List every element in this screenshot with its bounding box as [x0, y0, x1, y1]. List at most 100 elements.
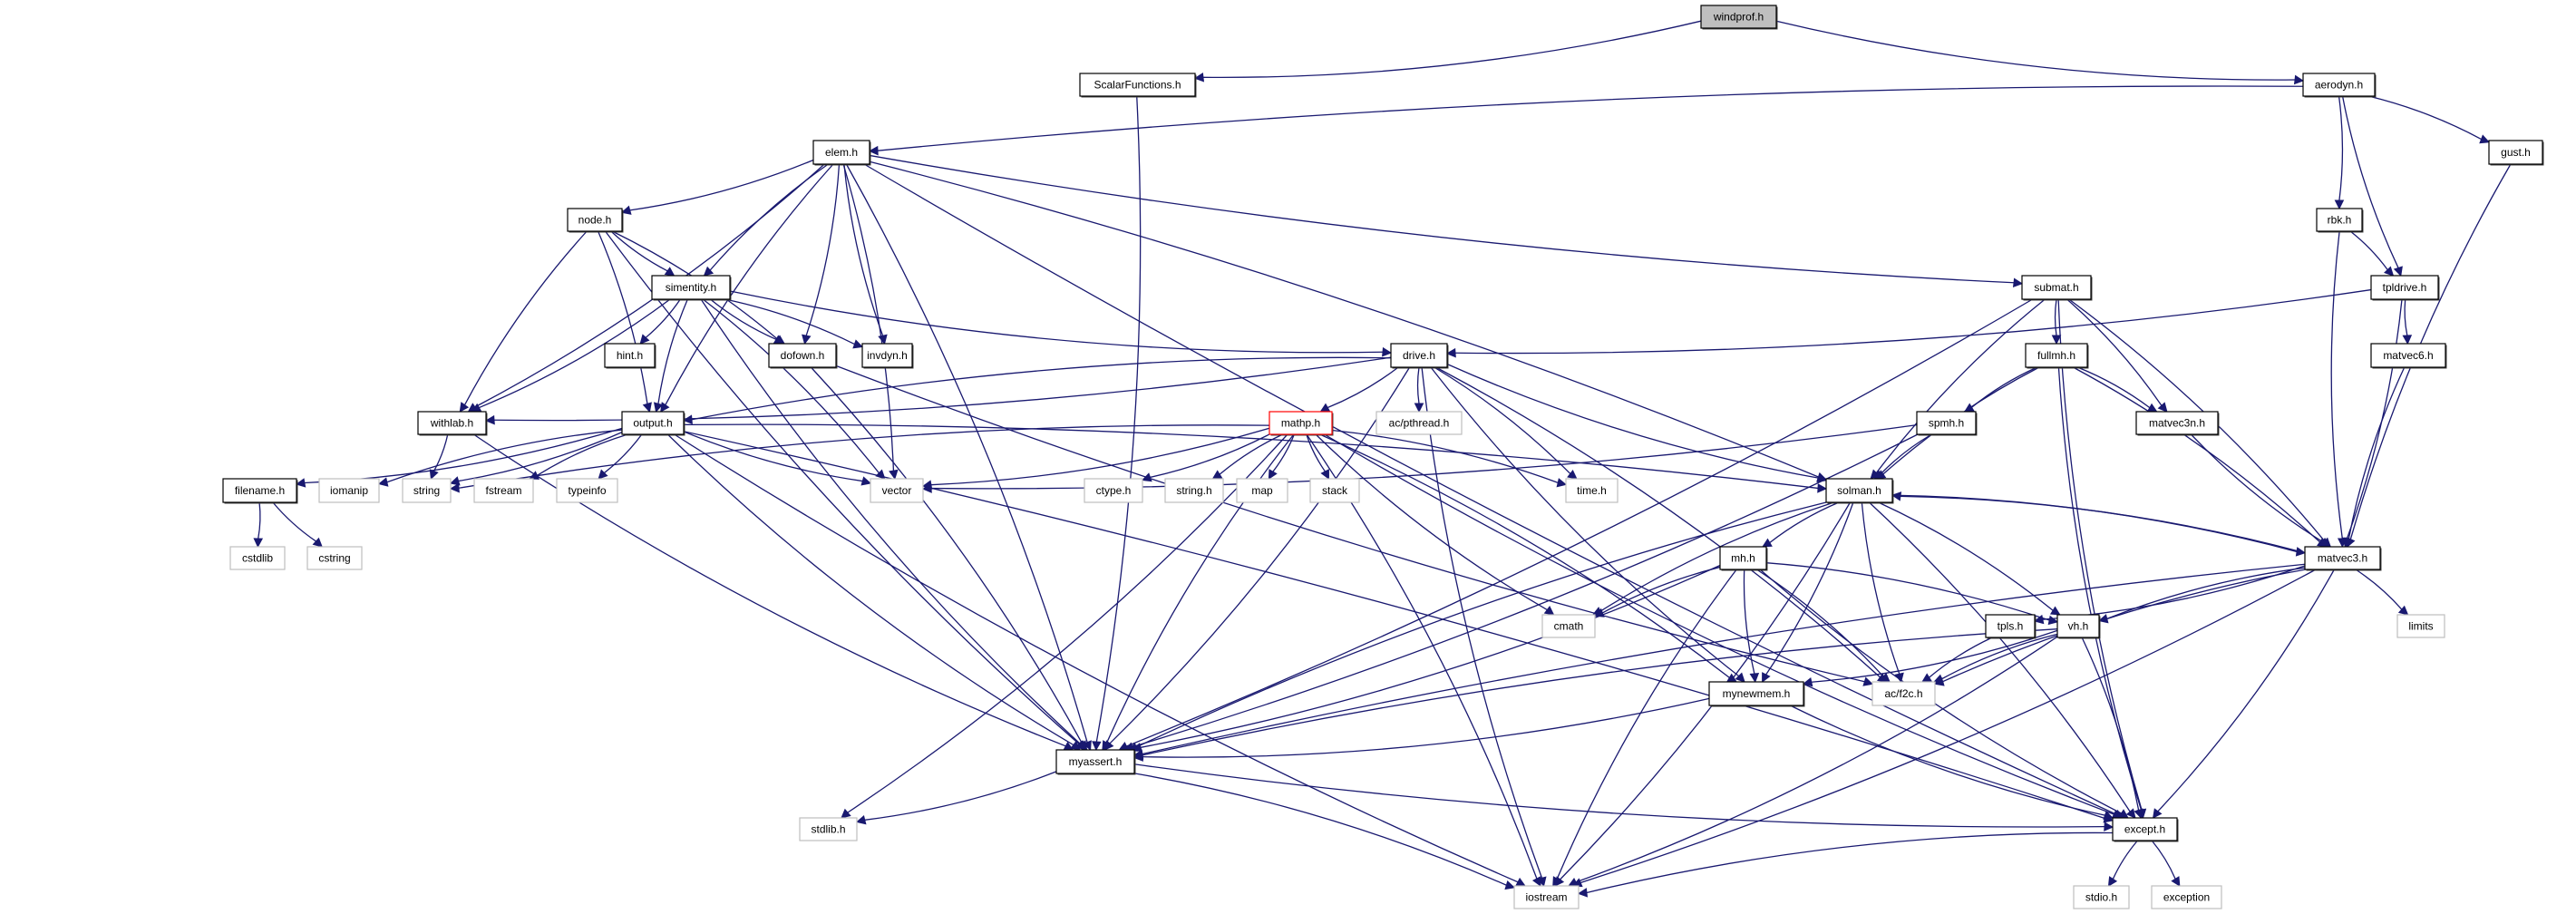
- arrowhead-icon: [598, 469, 608, 480]
- node-invdyn[interactable]: invdyn.h: [861, 343, 914, 369]
- node-string[interactable]: string: [402, 478, 452, 503]
- edge-submat-to-matvec3n: [2066, 298, 2163, 406]
- edge-scalarfunctions-to-myassert: [1095, 95, 1142, 743]
- arrowhead-icon: [2393, 266, 2403, 277]
- node-scalarfunctions[interactable]: ScalarFunctions.h: [1079, 73, 1197, 98]
- arrowhead-icon: [1445, 347, 1456, 358]
- node-mathp[interactable]: mathp.h: [1269, 411, 1334, 436]
- node-windprof[interactable]: windprof.h: [1700, 5, 1778, 30]
- node-except[interactable]: except.h: [2112, 817, 2179, 842]
- node-acpthread[interactable]: ac/pthread.h: [1375, 411, 1463, 435]
- node-aerodyn[interactable]: aerodyn.h: [2302, 73, 2377, 98]
- edge-output-to-string: [458, 432, 623, 482]
- node-matvec3[interactable]: matvec3.h: [2304, 546, 2382, 571]
- arrowhead-icon: [2125, 808, 2136, 819]
- arrowhead-icon: [1320, 469, 1329, 480]
- arrowhead-icon: [2134, 808, 2143, 820]
- node-label: limits: [2408, 620, 2433, 633]
- node-limits[interactable]: limits: [2396, 614, 2445, 638]
- arrowhead-icon: [639, 334, 650, 345]
- edge-elem-to-except: [863, 163, 2116, 815]
- node-stack[interactable]: stack: [1309, 478, 1360, 503]
- node-tpls[interactable]: tpls.h: [1985, 614, 2036, 639]
- node-dofown[interactable]: dofown.h: [768, 343, 838, 369]
- node-withlab[interactable]: withlab.h: [417, 411, 488, 436]
- arrowhead-icon: [2397, 605, 2409, 616]
- node-box: [1084, 478, 1143, 503]
- node-ctype[interactable]: ctype.h: [1084, 478, 1143, 503]
- node-box: [621, 411, 685, 435]
- node-label: typeinfo: [568, 484, 606, 497]
- node-box: [306, 546, 363, 570]
- node-simentity[interactable]: simentity.h: [651, 275, 732, 301]
- node-label: invdyn.h: [867, 349, 908, 362]
- node-vector[interactable]: vector: [870, 478, 924, 503]
- node-rbk[interactable]: rbk.h: [2316, 208, 2364, 233]
- edge-matvec3-to-acf2c: [1942, 569, 2307, 683]
- node-myassert[interactable]: myassert.h: [1055, 749, 1136, 775]
- node-exception[interactable]: exception: [2151, 885, 2222, 909]
- node-cstring[interactable]: cstring: [306, 546, 363, 570]
- node-hint[interactable]: hint.h: [604, 343, 656, 369]
- edge-drive-to-time: [1434, 366, 1571, 474]
- edge-vh-to-acf2c: [1941, 633, 2058, 680]
- arrowhead-icon: [1504, 880, 1516, 890]
- node-stringh[interactable]: string.h: [1164, 478, 1224, 503]
- node-filename[interactable]: filename.h: [222, 478, 298, 504]
- edge-matvec3-to-vh: [2106, 567, 2306, 619]
- node-submat[interactable]: submat.h: [2021, 275, 2093, 301]
- node-iostream[interactable]: iostream: [1513, 885, 1580, 909]
- arrowhead-icon: [1933, 674, 1944, 684]
- node-solman[interactable]: solman.h: [1825, 478, 1894, 504]
- node-stdlib[interactable]: stdlib.h: [799, 817, 858, 841]
- node-box: [402, 478, 452, 503]
- edge-fullmh-to-matvec3: [2073, 366, 2320, 543]
- node-fullmh[interactable]: fullmh.h: [2025, 343, 2089, 369]
- node-output[interactable]: output.h: [621, 411, 685, 436]
- node-typeinfo[interactable]: typeinfo: [556, 478, 618, 503]
- node-time[interactable]: time.h: [1565, 478, 1619, 503]
- edge-output-to-fstream: [537, 433, 628, 476]
- node-tpldrive[interactable]: tpldrive.h: [2370, 275, 2440, 301]
- node-mynewmem[interactable]: mynewmem.h: [1708, 681, 1805, 707]
- edge-elem-to-invdyn: [843, 163, 884, 336]
- node-elem[interactable]: elem.h: [812, 140, 871, 166]
- edge-withlab-to-myassert: [472, 433, 1066, 747]
- edge-node-to-myassert: [605, 230, 1080, 744]
- node-stdio[interactable]: stdio.h: [2073, 885, 2130, 909]
- node-fstream[interactable]: fstream: [473, 478, 534, 503]
- node-box: [2316, 208, 2363, 232]
- arrowhead-icon: [2293, 74, 2305, 85]
- node-cstdlib[interactable]: cstdlib: [229, 546, 286, 570]
- arrowhead-icon: [1382, 346, 1393, 357]
- node-matvec3n[interactable]: matvec3n.h: [2135, 411, 2220, 436]
- node-label: fullmh.h: [2037, 349, 2075, 362]
- node-cmath[interactable]: cmath: [1541, 614, 1596, 638]
- node-node[interactable]: node.h: [567, 208, 624, 233]
- edge-except-to-stdio: [2112, 840, 2138, 880]
- edge-solman-to-acf2c: [1861, 501, 1900, 675]
- arrowhead-icon: [312, 537, 323, 548]
- node-gust[interactable]: gust.h: [2488, 140, 2544, 166]
- arrowhead-icon: [703, 266, 714, 277]
- node-iomanip[interactable]: iomanip: [318, 478, 380, 503]
- node-drive[interactable]: drive.h: [1390, 343, 1449, 369]
- node-label: tpls.h: [1998, 620, 2024, 633]
- node-vh[interactable]: vh.h: [2056, 614, 2101, 639]
- arrowhead-icon: [1552, 876, 1562, 887]
- arrowhead-icon: [1211, 470, 1223, 480]
- edge-solman-to-myassert: [1135, 501, 1827, 748]
- node-mh[interactable]: mh.h: [1719, 546, 1768, 571]
- node-label: cmath: [1554, 620, 1584, 633]
- node-map[interactable]: map: [1236, 478, 1288, 503]
- node-matvec6[interactable]: matvec6.h: [2370, 343, 2447, 369]
- node-box: [1871, 681, 1936, 706]
- node-box: [2021, 275, 2092, 300]
- edge-node-to-simentity: [610, 230, 668, 272]
- node-acf2c[interactable]: ac/f2c.h: [1871, 681, 1936, 706]
- arrowhead-icon: [2152, 808, 2163, 819]
- edge-rbk-to-matvec3: [2330, 230, 2343, 540]
- node-spmh[interactable]: spmh.h: [1916, 411, 1978, 436]
